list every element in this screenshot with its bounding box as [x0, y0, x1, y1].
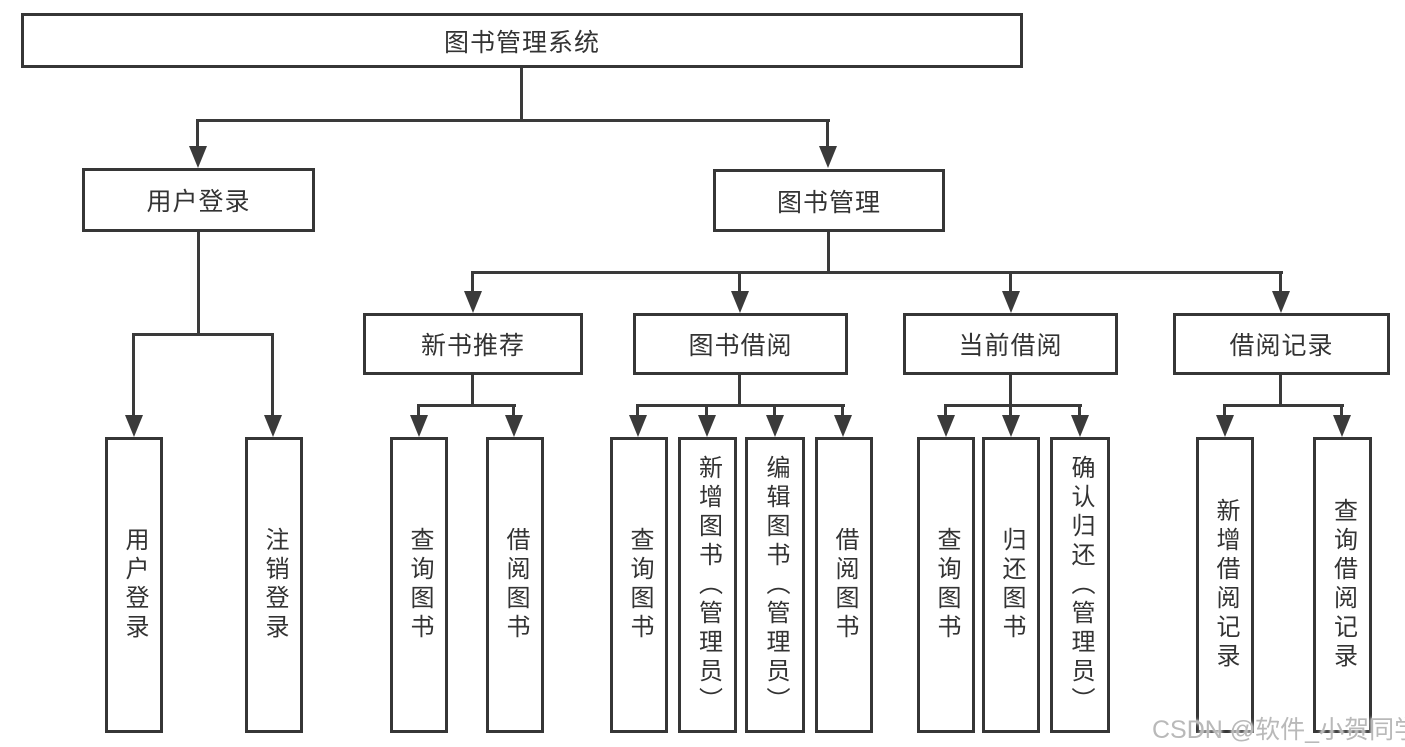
arrow-down-icon — [1216, 415, 1234, 437]
arrow-down-icon — [264, 415, 282, 437]
connector-current-branch — [944, 404, 1082, 407]
arrow-down-icon — [125, 415, 143, 437]
connector-userlogin-branch — [132, 333, 274, 336]
arrow-down-icon — [505, 415, 523, 437]
arrow-down-icon — [819, 146, 837, 168]
connector-root-stem — [520, 68, 523, 121]
connector-bookmgmt-branch — [471, 271, 1283, 274]
connector-drop — [826, 119, 829, 148]
leaf-label: 用户登录 — [121, 527, 148, 643]
node-root-library-system: 图书管理系统 — [21, 13, 1023, 68]
node-new-book-recommend: 新书推荐 — [363, 313, 583, 375]
leaf-query-books-recommend: 查询图书 — [390, 437, 448, 733]
node-book-management: 图书管理 — [713, 169, 945, 232]
connector-drop — [841, 404, 844, 417]
leaf-label: 新增图书（管理员） — [694, 454, 722, 716]
leaf-label: 查询图书 — [626, 527, 653, 643]
connector-drop — [1223, 404, 1226, 417]
leaf-label: 查询借阅记录 — [1329, 498, 1357, 672]
csdn-watermark: CSDN @软件_小贺同学 — [1152, 716, 1405, 744]
connector-drop — [417, 404, 420, 417]
leaf-edit-book-admin: 编辑图书（管理员） — [745, 437, 805, 733]
node-book-borrow: 图书借阅 — [633, 313, 848, 375]
connector-records-branch — [1223, 404, 1344, 407]
leaf-label: 归还图书 — [998, 527, 1025, 643]
arrow-down-icon — [464, 291, 482, 313]
arrow-down-icon — [766, 415, 784, 437]
connector-records-stem — [1279, 375, 1282, 407]
connector-drop — [132, 333, 135, 415]
leaf-add-borrow-record: 新增借阅记录 — [1196, 437, 1254, 733]
connector-drop — [1009, 404, 1012, 417]
connector-recommend-stem — [471, 375, 474, 407]
connector-borrow-stem — [738, 375, 741, 407]
leaf-query-borrow-record: 查询借阅记录 — [1313, 437, 1372, 733]
node-current-borrow: 当前借阅 — [903, 313, 1118, 375]
connector-drop — [1078, 404, 1081, 417]
leaf-return-book: 归还图书 — [982, 437, 1040, 733]
connector-userlogin-stem — [197, 232, 200, 335]
leaf-label: 注销登录 — [261, 527, 288, 643]
arrow-down-icon — [1333, 415, 1351, 437]
arrow-down-icon — [410, 415, 428, 437]
leaf-user-login: 用户登录 — [105, 437, 163, 733]
leaf-label: 确认归还（管理员） — [1067, 454, 1094, 716]
leaf-label: 新增借阅记录 — [1212, 498, 1239, 672]
leaf-query-books-borrow: 查询图书 — [610, 437, 668, 733]
connector-drop — [705, 404, 708, 417]
leaf-confirm-return-admin: 确认归还（管理员） — [1050, 437, 1110, 733]
leaf-borrow-books-recommend: 借阅图书 — [486, 437, 544, 733]
connector-bookmgmt-stem — [827, 232, 830, 274]
leaf-add-book-admin: 新增图书（管理员） — [678, 437, 737, 733]
connector-recommend-branch — [417, 404, 516, 407]
arrow-down-icon — [1002, 291, 1020, 313]
connector-drop — [1340, 404, 1343, 417]
connector-drop — [636, 404, 639, 417]
leaf-borrow-books-borrow: 借阅图书 — [815, 437, 873, 733]
node-user-login: 用户登录 — [82, 168, 315, 232]
arrow-down-icon — [1071, 415, 1089, 437]
leaf-label: 借阅图书 — [502, 527, 529, 643]
arrow-down-icon — [189, 146, 207, 168]
leaf-label: 编辑图书（管理员） — [762, 454, 789, 716]
connector-drop — [196, 119, 199, 148]
leaf-label: 查询图书 — [406, 527, 433, 643]
connector-drop — [471, 271, 474, 291]
connector-borrow-branch — [636, 404, 845, 407]
arrow-down-icon — [937, 415, 955, 437]
connector-drop — [944, 404, 947, 417]
connector-drop — [512, 404, 515, 417]
connector-drop — [773, 404, 776, 417]
leaf-logout: 注销登录 — [245, 437, 303, 733]
connector-drop — [1009, 271, 1012, 291]
connector-drop — [738, 271, 741, 291]
connector-drop — [1279, 271, 1282, 291]
arrow-down-icon — [629, 415, 647, 437]
arrow-down-icon — [698, 415, 716, 437]
arrow-down-icon — [1002, 415, 1020, 437]
connector-current-stem — [1009, 375, 1012, 407]
leaf-label: 查询图书 — [933, 527, 960, 643]
arrow-down-icon — [1272, 291, 1290, 313]
leaf-label: 借阅图书 — [831, 527, 858, 643]
arrow-down-icon — [834, 415, 852, 437]
connector-drop — [271, 333, 274, 415]
arrow-down-icon — [731, 291, 749, 313]
connector-root-branch — [196, 119, 830, 122]
node-borrow-records: 借阅记录 — [1173, 313, 1390, 375]
leaf-query-books-current: 查询图书 — [917, 437, 975, 733]
